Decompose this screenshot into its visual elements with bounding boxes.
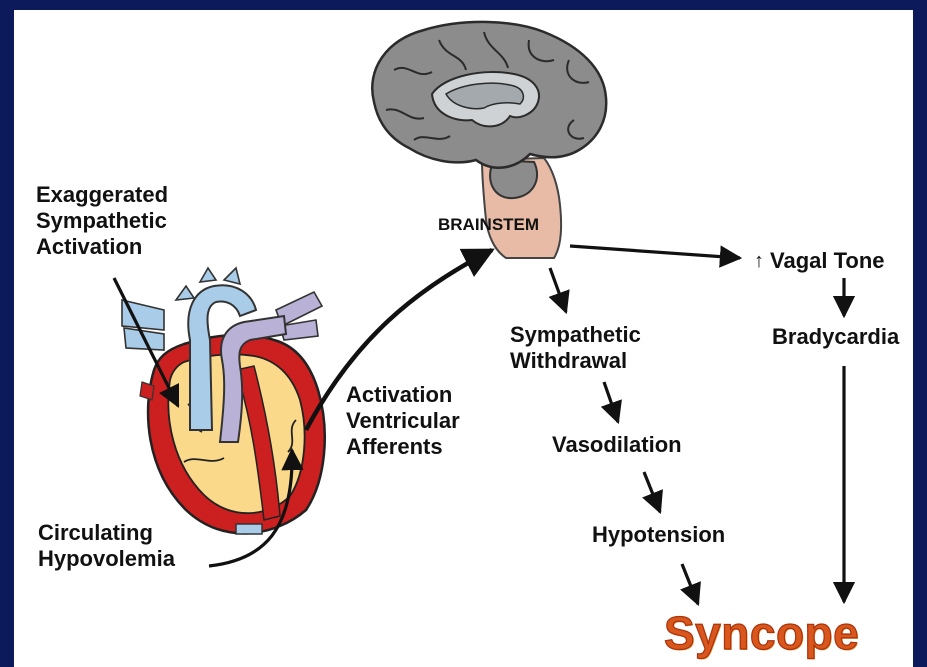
diagram-canvas: Exaggerated Sympathetic Activation BRAIN… (14, 10, 913, 667)
label-syncope: Syncope (664, 606, 859, 660)
label-exaggerated-sympathetic-activation: Exaggerated Sympathetic Activation (36, 182, 168, 260)
label-bradycardia: Bradycardia (772, 324, 899, 350)
vagal-arrow-up-icon: ↑ (754, 248, 764, 274)
arrow-syncope-left (682, 564, 698, 604)
label-activation-ventricular-afferents: Activation Ventricular Afferents (346, 382, 460, 460)
label-sympathetic-withdrawal: Sympathetic Withdrawal (510, 322, 641, 374)
arrow-withdrawal (550, 268, 566, 312)
arrow-vagal (570, 246, 740, 258)
label-vagal-tone: Vagal Tone (770, 248, 885, 274)
label-circulating-hypovolemia: Circulating Hypovolemia (38, 520, 175, 572)
heart-illustration (122, 268, 325, 534)
arrow-hypotension (644, 472, 660, 512)
label-hypotension: Hypotension (592, 522, 725, 548)
label-brainstem: BRAINSTEM (438, 215, 539, 235)
arrow-vasodilation (604, 382, 618, 422)
label-vasodilation: Vasodilation (552, 432, 682, 458)
